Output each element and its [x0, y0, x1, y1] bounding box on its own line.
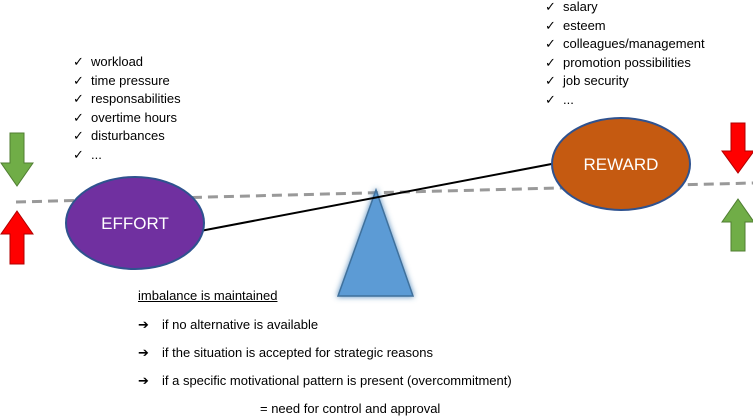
reward-item: ✓colleagues/management [545, 35, 705, 54]
check-icon: ✓ [73, 54, 84, 69]
check-icon: ✓ [545, 17, 556, 33]
reward-item: ✓... [545, 91, 705, 110]
condition-item: ➔if the situation is accepted for strate… [138, 345, 433, 360]
red-down-arrow-icon [721, 122, 753, 174]
condition-item: ➔if a specific motivational pattern is p… [138, 373, 512, 388]
check-icon: ✓ [73, 146, 84, 162]
check-icon: ✓ [545, 91, 556, 107]
reward-item: ✓esteem [545, 17, 705, 36]
right-arrow-icon: ➔ [138, 345, 149, 360]
check-icon: ✓ [73, 128, 84, 143]
effort-item: ✓workload [73, 53, 181, 72]
red-up-arrow-icon [0, 210, 34, 265]
effort-item: ✓responsabilities [73, 90, 181, 109]
green-down-arrow-icon [0, 132, 34, 187]
balance-beam [194, 161, 563, 233]
reward-item: ✓promotion possibilities [545, 54, 705, 73]
effort-label: EFFORT [101, 214, 169, 233]
right-arrow-icon: ➔ [138, 317, 149, 332]
check-icon: ✓ [545, 54, 556, 70]
reward-item: ✓salary [545, 0, 705, 17]
green-up-arrow-icon [721, 198, 753, 252]
effort-oval [65, 176, 205, 270]
effort-item: ✓disturbances [73, 127, 181, 146]
effort-factor-list: ✓workload ✓time pressure ✓responsabiliti… [73, 53, 181, 164]
fulcrum-triangle [336, 187, 415, 297]
reward-oval [551, 117, 691, 211]
check-icon: ✓ [73, 72, 84, 88]
effort-item: ✓overtime hours [73, 109, 181, 128]
reward-label: REWARD [583, 155, 659, 174]
check-icon: ✓ [545, 73, 556, 88]
check-icon: ✓ [73, 109, 84, 125]
reward-item: ✓job security [545, 72, 705, 91]
check-icon: ✓ [545, 0, 556, 14]
check-icon: ✓ [545, 36, 556, 51]
right-arrow-icon: ➔ [138, 373, 149, 388]
condition-item: ➔if no alternative is available [138, 317, 319, 332]
effort-item: ✓time pressure [73, 72, 181, 91]
notes-title: imbalance is maintained [138, 288, 278, 303]
reward-factor-list: ✓salary ✓esteem ✓colleagues/management ✓… [545, 0, 705, 109]
notes-conclusion: = need for control and approval [260, 401, 441, 416]
check-icon: ✓ [73, 91, 84, 106]
effort-item: ✓... [73, 146, 181, 165]
